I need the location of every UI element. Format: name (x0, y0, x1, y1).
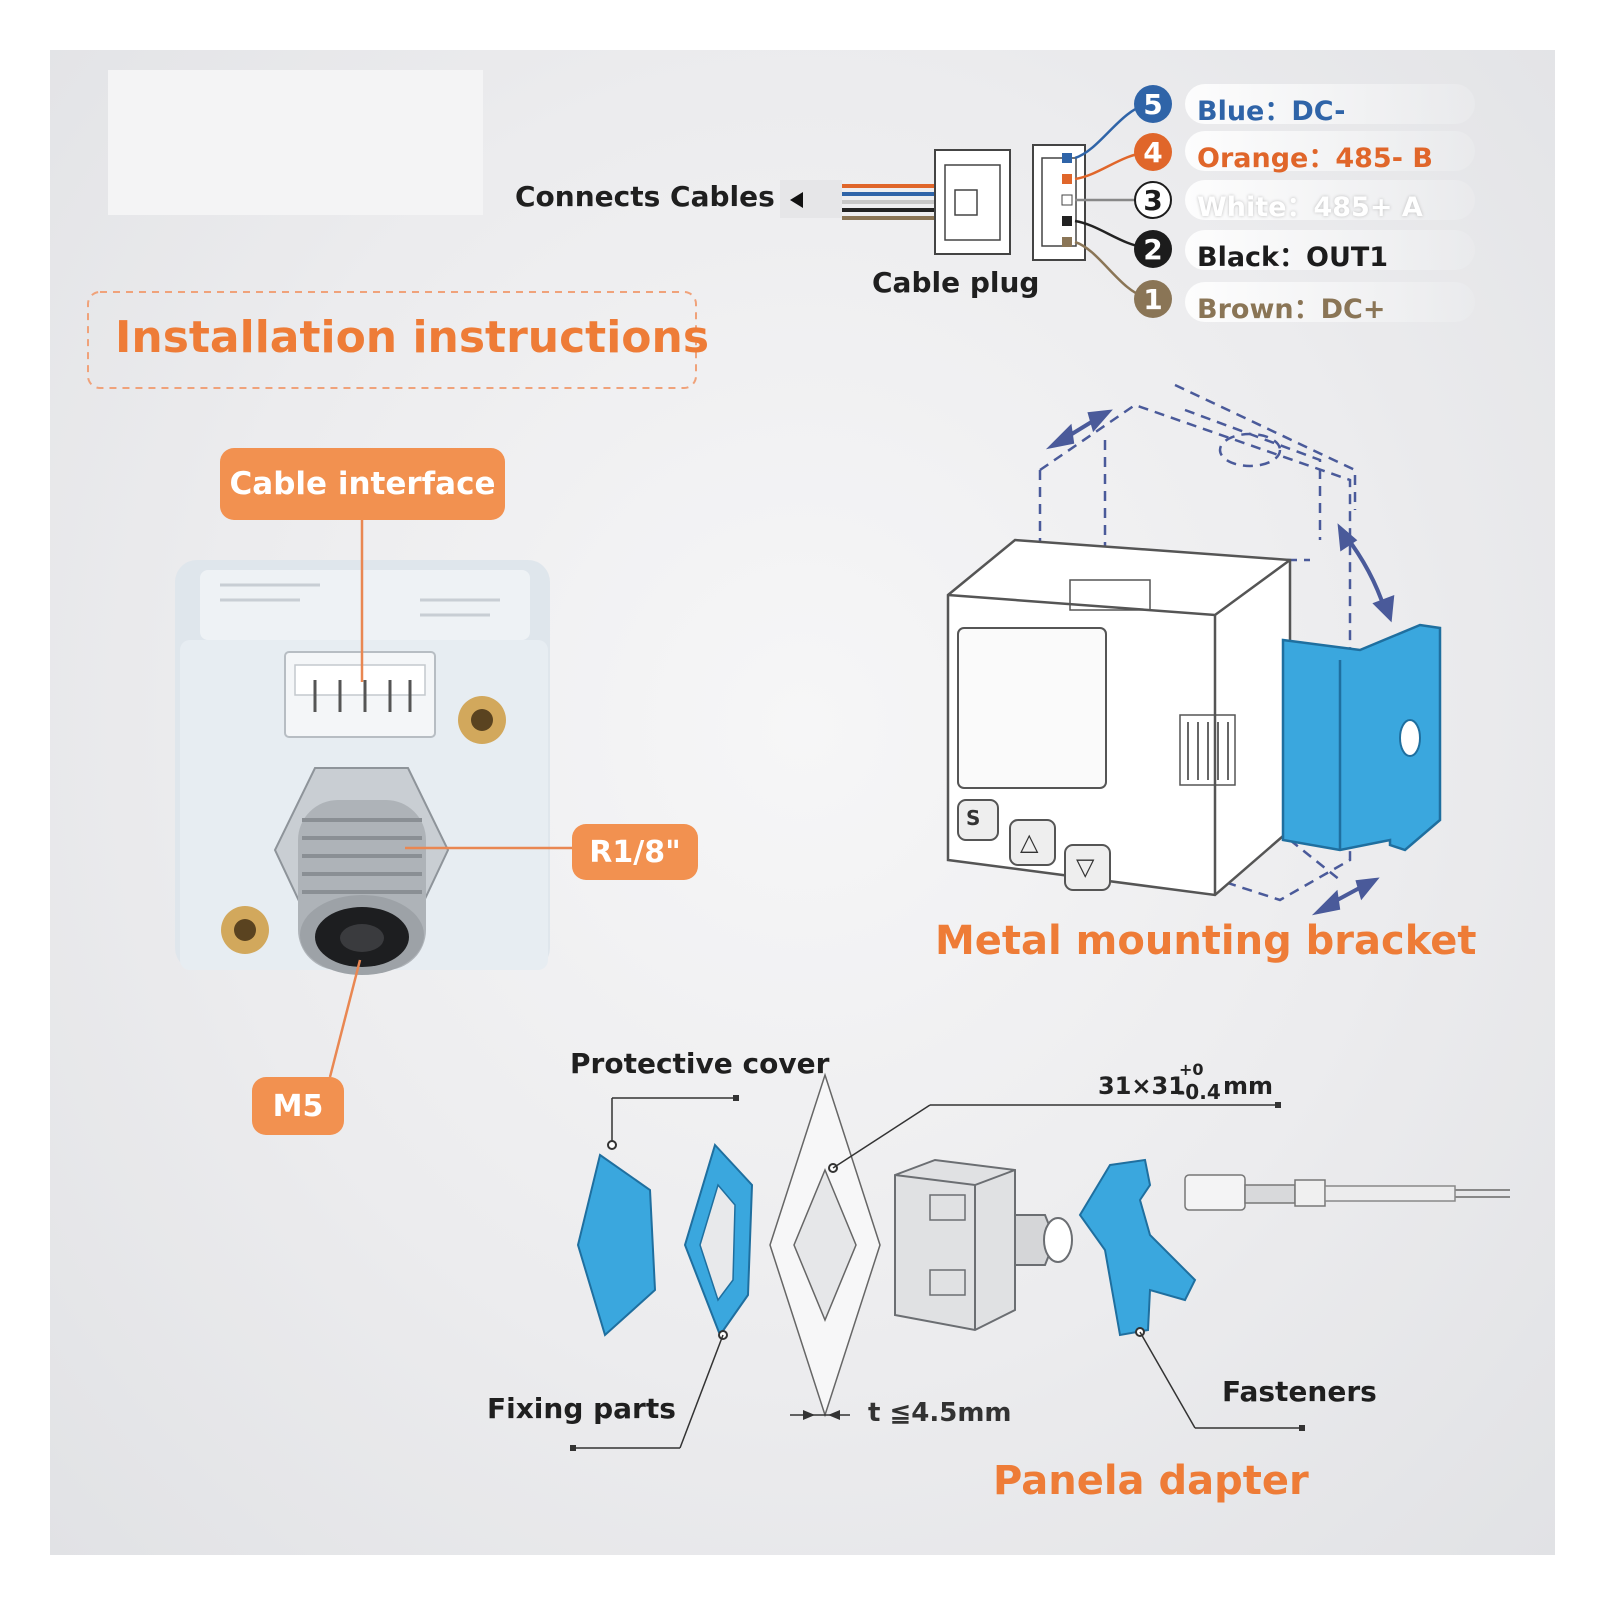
wire-row-3: White：485+ A (1185, 180, 1475, 223)
wire-badge-1: 1 (1134, 280, 1172, 318)
wire-row-1: Brown：DC+ (1185, 282, 1475, 325)
wire-badge-5: 5 (1134, 85, 1172, 123)
cable-plug-label: Cable plug (872, 266, 1040, 299)
wire-badge-2: 2 (1134, 230, 1172, 268)
bracket-key-s: S (966, 806, 981, 830)
cutout-unit: mm (1223, 1072, 1274, 1100)
pressure-switch-body (946, 538, 1292, 897)
wire-row-2: Black：OUT1 (1185, 230, 1475, 273)
cutout-tol-upper: +0 (1179, 1060, 1204, 1079)
connects-cables-label: Connects Cables (515, 180, 775, 213)
panel-adapter-illustration (570, 1072, 1510, 1451)
logo-placeholder (108, 70, 483, 215)
bracket-key-down: ▽ (1076, 853, 1095, 881)
wire-label-3: White：485+ A (1197, 192, 1423, 223)
wire-badge-3: 3 (1134, 181, 1172, 219)
wire-label-2: Black：OUT1 (1197, 242, 1389, 273)
fixing-parts-label: Fixing parts (487, 1392, 676, 1425)
motion-arrows (1045, 409, 1395, 916)
wire-label-1: Brown：DC+ (1197, 294, 1386, 325)
wire-badge-4: 4 (1134, 133, 1172, 171)
cable-plug-illustration (780, 102, 1149, 300)
bracket-key-up: △ (1020, 828, 1039, 856)
wire-label-4: Orange：485- B (1197, 143, 1433, 174)
panel-adapter-title: Panela dapter (993, 1458, 1309, 1504)
installation-title-frame (87, 291, 697, 389)
protective-cover-label: Protective cover (570, 1047, 830, 1080)
thickness-label: t ≦4.5mm (868, 1398, 1012, 1428)
cutout-tol-lower: -0.4 (1177, 1080, 1221, 1104)
port-chip: M5 (252, 1077, 344, 1135)
cutout-size: 31×31 (1098, 1072, 1185, 1100)
thread-chip: R1/8" (572, 824, 698, 880)
sensor-photo (175, 560, 550, 975)
installation-title: Installation instructions (115, 312, 710, 363)
wire-row-4: Orange：485- B (1185, 131, 1475, 174)
cable-interface-chip: Cable interface (220, 448, 505, 520)
fasteners-label: Fasteners (1222, 1375, 1377, 1408)
bracket-title: Metal mounting bracket (935, 918, 1477, 964)
metal-bracket (1281, 623, 1442, 852)
wire-label-5: Blue：DC- (1197, 96, 1346, 127)
wire-row-5: Blue：DC- (1185, 84, 1475, 127)
